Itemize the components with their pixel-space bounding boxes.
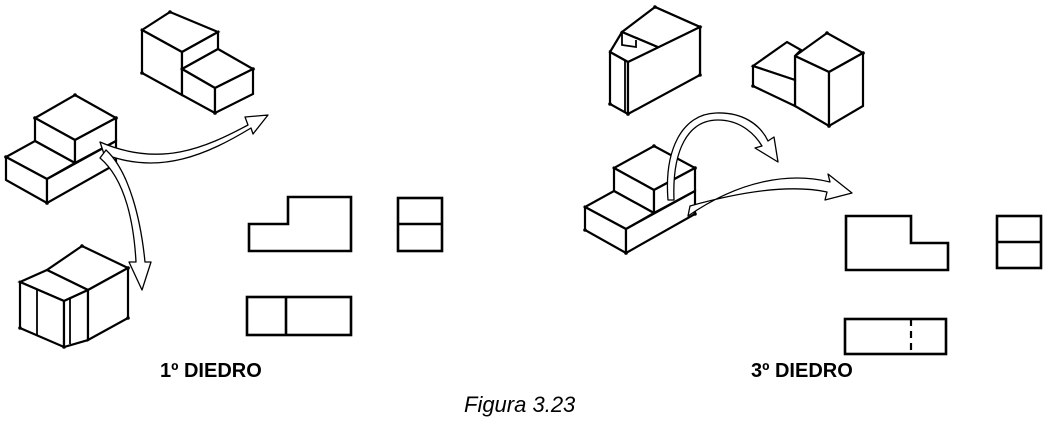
- top-view-outline-3rd: [843, 317, 948, 356]
- first-dihedral-diagram: [3, 10, 444, 349]
- stepped-block-front-view-iso: [17, 244, 131, 349]
- side-view-outline-3rd: [995, 214, 1043, 270]
- first-dihedral-views: [245, 195, 444, 337]
- arrow-to-side-view-3rd: [687, 173, 853, 217]
- front-view-outline-3rd: [844, 214, 950, 272]
- stepped-block-top-view-iso-3rd: [750, 31, 866, 128]
- third-dihedral-diagram: [582, 5, 1043, 356]
- arrow-to-front-view: [99, 149, 152, 291]
- stepped-block-main: [3, 93, 119, 205]
- arrow-to-top-view-3rd: [666, 112, 779, 201]
- stepped-block-main-3rd: [582, 144, 698, 255]
- figure-caption: Figura 3.23: [464, 392, 576, 417]
- front-view-outline: [247, 195, 353, 253]
- first-dihedral-label: 1º DIEDRO: [160, 360, 262, 382]
- top-view-outline: [245, 295, 353, 337]
- third-dihedral-views: [843, 214, 1043, 356]
- side-view-outline: [396, 196, 444, 253]
- stepped-block-top-view-iso: [139, 10, 256, 115]
- arrow-to-top-view: [99, 114, 269, 164]
- stepped-block-front-view-iso-3rd: [608, 5, 703, 116]
- third-dihedral-label: 3º DIEDRO: [751, 360, 853, 382]
